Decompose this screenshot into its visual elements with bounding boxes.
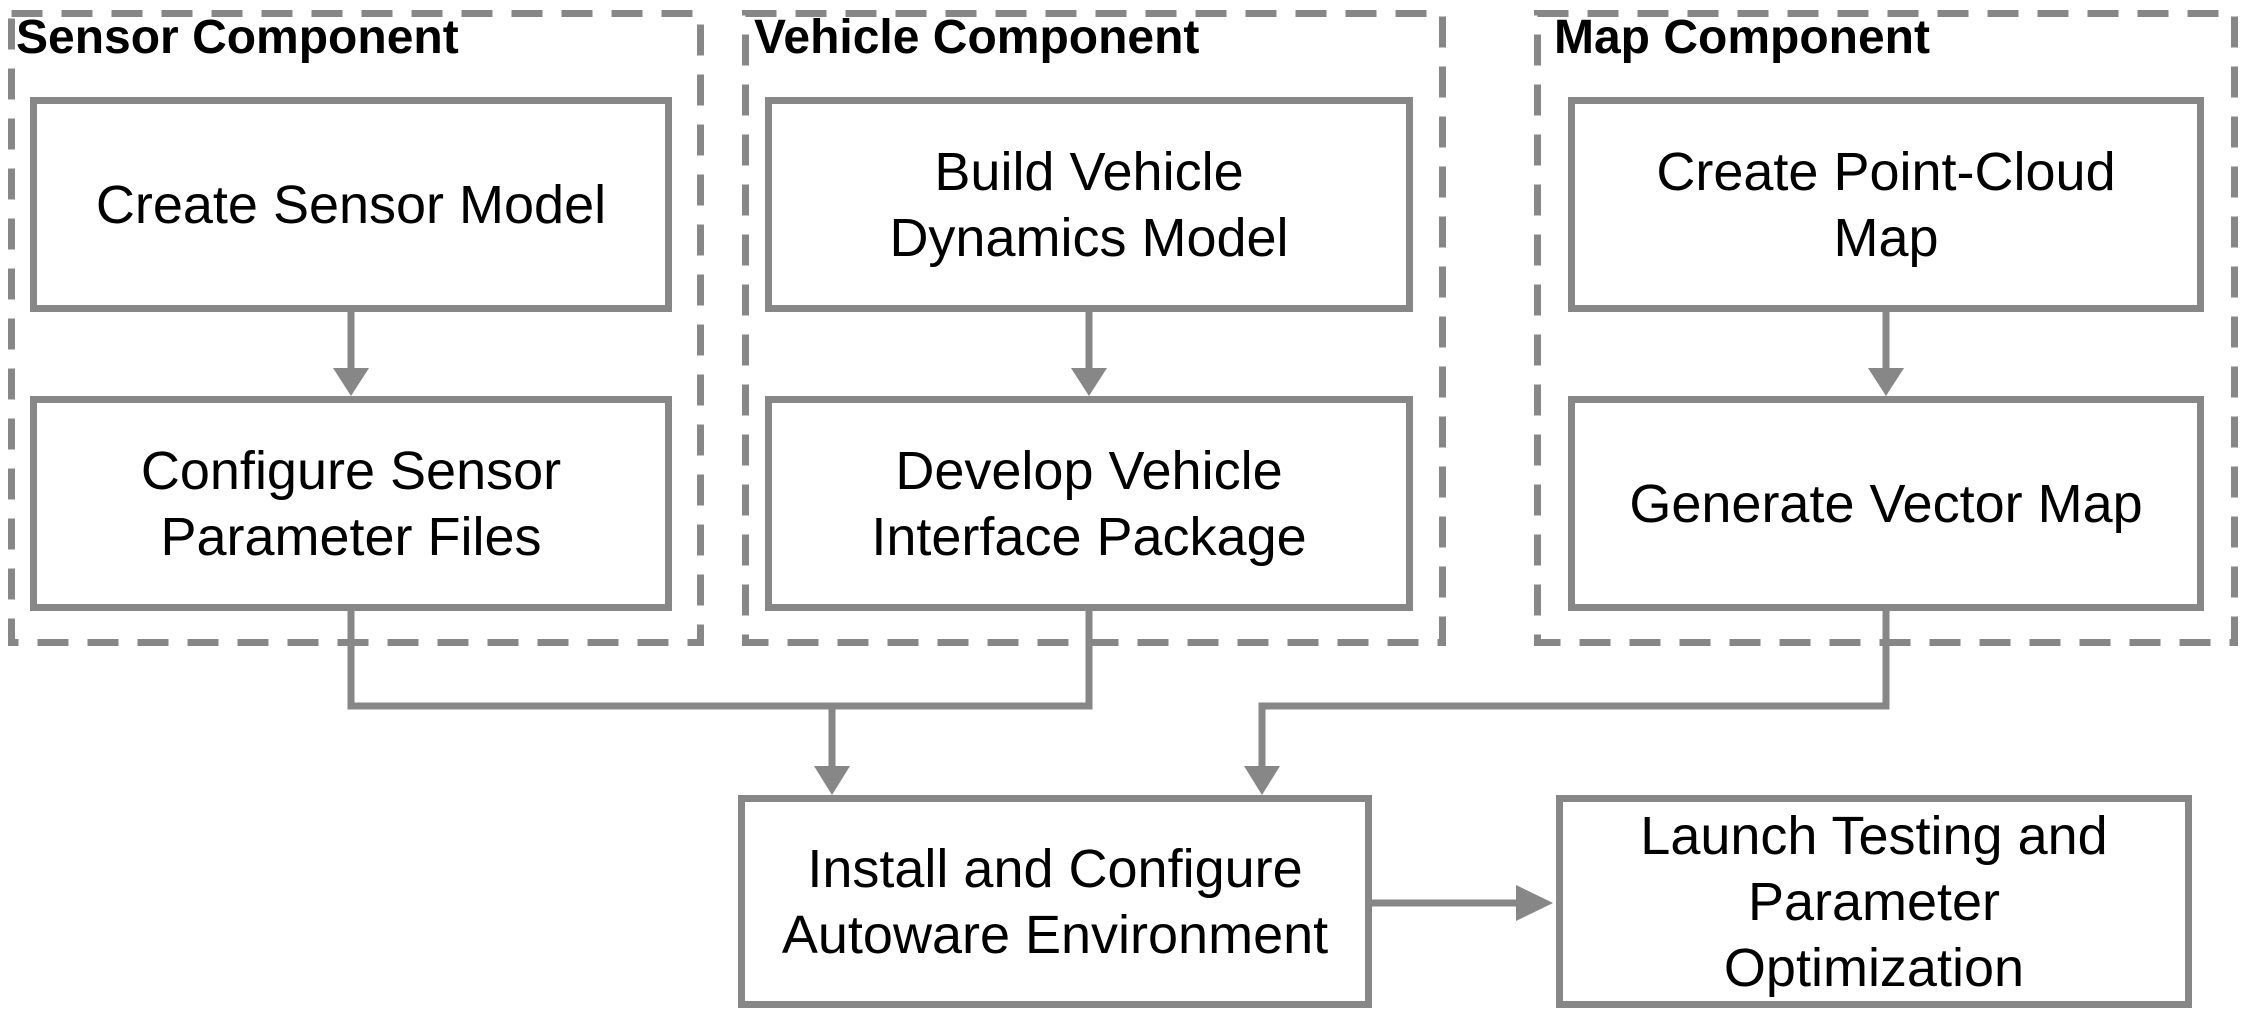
sensor-vehicle-merge-connector	[347, 611, 1093, 710]
arrow-vehicle-step1-to-step2	[1071, 312, 1107, 396]
group-title-map: Map Component	[1554, 11, 1930, 64]
node-launch-testing-optimization: Launch Testing and Parameter Optimizatio…	[1556, 795, 2192, 1008]
node-install-configure-autoware: Install and Configure Autoware Environme…	[738, 795, 1372, 1008]
sensor-group-border	[8, 10, 704, 646]
node-generate-vector-map: Generate Vector Map	[1568, 396, 2204, 611]
node-create-point-cloud-map: Create Point-Cloud Map	[1568, 97, 2204, 312]
arrow-install-to-launch	[1372, 885, 1553, 921]
group-title-vehicle: Vehicle Component	[754, 11, 1200, 64]
arrow-merge-to-install	[814, 706, 850, 795]
vehicle-group-border	[742, 10, 1446, 646]
arrow-map-step1-to-step2	[1868, 312, 1904, 396]
group-title-sensor: Sensor Component	[16, 11, 459, 64]
node-configure-sensor-parameter-files: Configure Sensor Parameter Files	[30, 396, 672, 611]
node-develop-vehicle-interface-package: Develop Vehicle Interface Package	[765, 396, 1413, 611]
arrow-map-to-install	[1244, 611, 1890, 795]
node-create-sensor-model: Create Sensor Model	[30, 97, 672, 312]
arrow-sensor-step1-to-step2	[333, 312, 369, 396]
node-build-vehicle-dynamics-model: Build Vehicle Dynamics Model	[765, 97, 1413, 312]
